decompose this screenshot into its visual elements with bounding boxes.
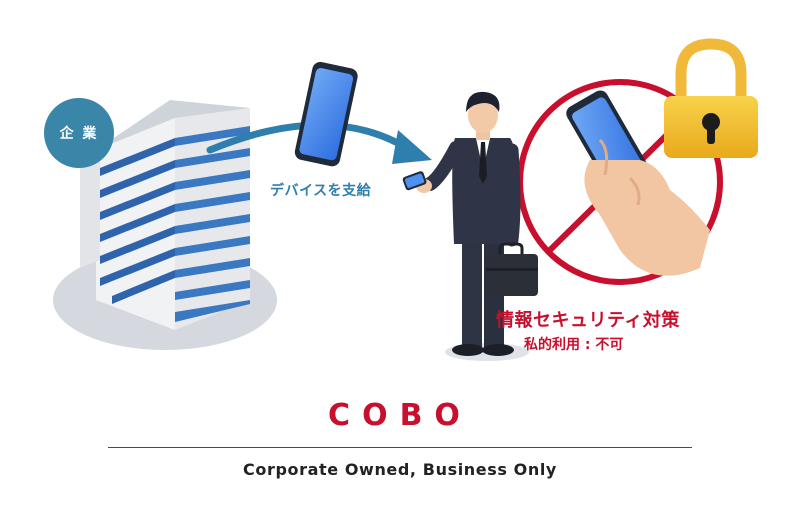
company-badge: 企 業 bbox=[44, 98, 114, 168]
lock-icon bbox=[664, 38, 758, 158]
smartphone-icon bbox=[294, 61, 358, 167]
company-label: 企 業 bbox=[59, 126, 99, 142]
cobo-subtitle: Corporate Owned, Business Only bbox=[243, 460, 557, 479]
divider bbox=[108, 447, 692, 448]
businessman-icon bbox=[402, 91, 529, 361]
supply-device-label: デバイスを支給 bbox=[270, 183, 372, 199]
hand-icon bbox=[566, 90, 710, 276]
arrow-head bbox=[392, 130, 432, 164]
briefcase-icon bbox=[486, 242, 538, 296]
security-measure-title: 情報セキュリティ対策 bbox=[496, 310, 680, 331]
building-icon bbox=[53, 100, 277, 350]
private-use-label: 私的利用 : 不可 bbox=[524, 337, 624, 353]
cobo-title: COBO bbox=[328, 398, 472, 433]
